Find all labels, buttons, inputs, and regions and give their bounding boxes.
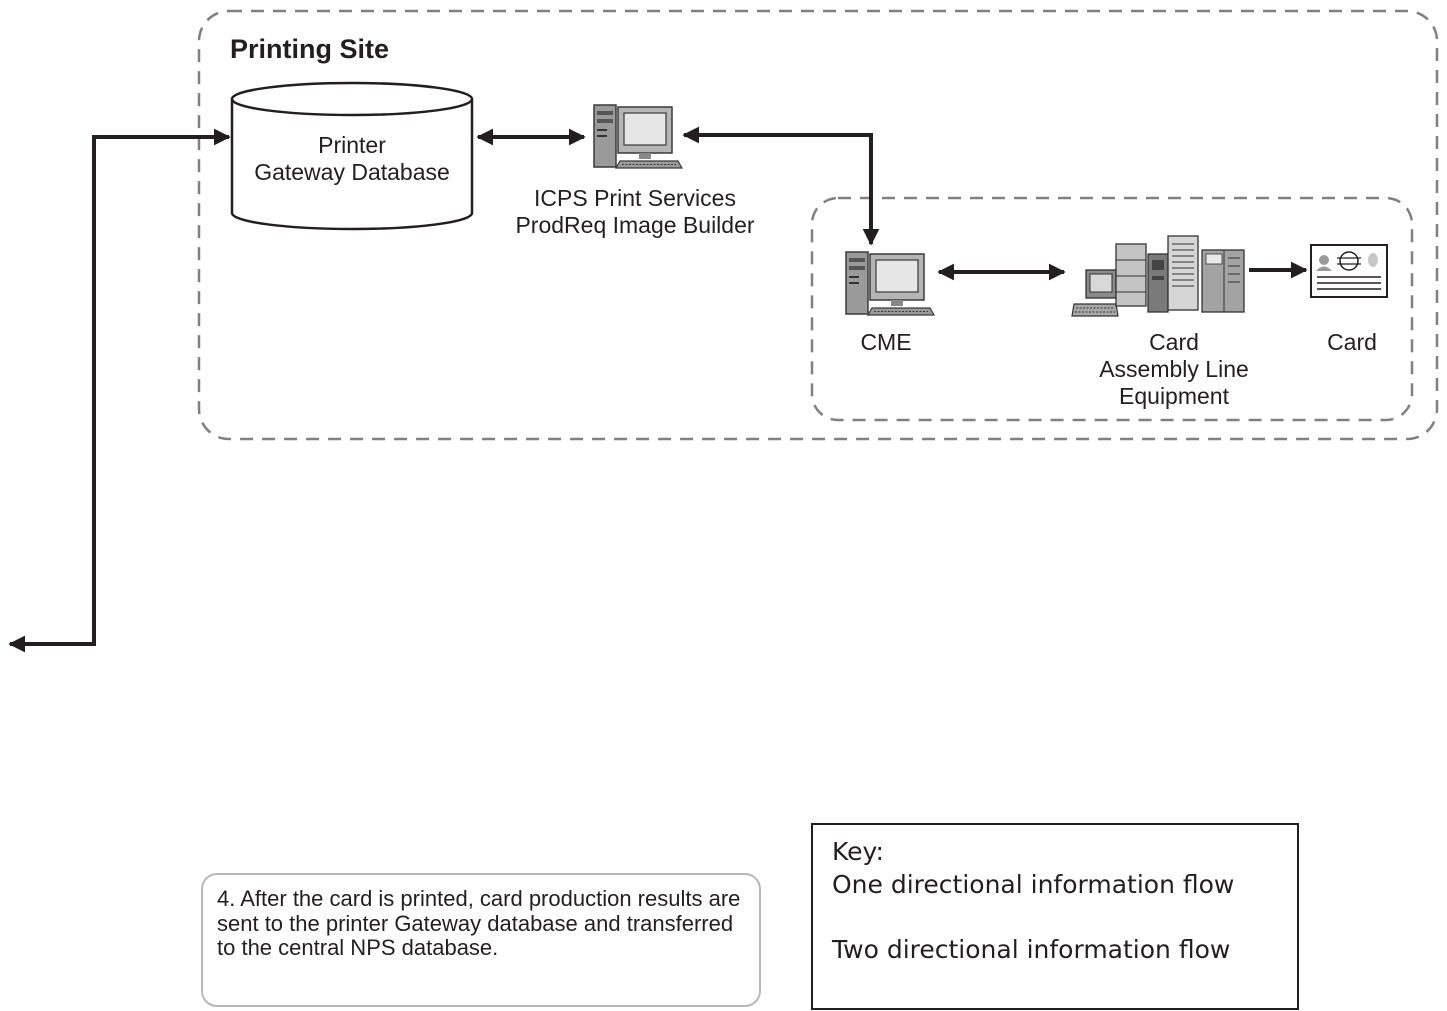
printing-site-title: Printing Site: [230, 34, 390, 64]
card-production-boundary: [810, 196, 1414, 422]
step-note: 4. After the card is printed, card produ…: [201, 873, 761, 1007]
key-title: Key:: [832, 837, 884, 866]
card-label: Card: [1327, 329, 1377, 355]
print-services-label-line1: ICPS Print Services: [534, 185, 736, 211]
print-services-label: ICPS Print Services ProdReq Image Builde…: [470, 185, 800, 239]
database-label-line2: Gateway Database: [254, 159, 450, 185]
cme-workstation-icon: [845, 251, 936, 316]
workstation-icon: [593, 104, 684, 169]
step-note-text: 4. After the card is printed, card produ…: [217, 886, 741, 960]
print-services-label-line2: ProdReq Image Builder: [515, 212, 755, 238]
assembly-equipment-icon: [1071, 235, 1245, 317]
printing-site-boundary: [197, 9, 1439, 441]
cme-label: CME: [860, 329, 912, 355]
database-label-line1: Printer: [318, 132, 386, 158]
assembly-label-line1: Card: [1149, 329, 1199, 355]
key-two-way-label: Two directional information flow: [832, 935, 1231, 964]
assembly-label-line3: Equipment: [1119, 383, 1229, 409]
key-one-way-label: One directional information flow: [832, 870, 1235, 899]
database-cylinder-icon: [230, 81, 474, 231]
id-card-icon: [1310, 244, 1388, 298]
legend-key: Key: One directional information flow Tw…: [811, 823, 1299, 1010]
external-flow-arrow: [8, 128, 231, 653]
assembly-label: Card Assembly Line Equipment: [1064, 329, 1284, 410]
database-label: Printer Gateway Database: [232, 132, 472, 186]
assembly-label-line2: Assembly Line: [1099, 356, 1249, 382]
print-services-to-cme-arrow: [682, 126, 880, 246]
